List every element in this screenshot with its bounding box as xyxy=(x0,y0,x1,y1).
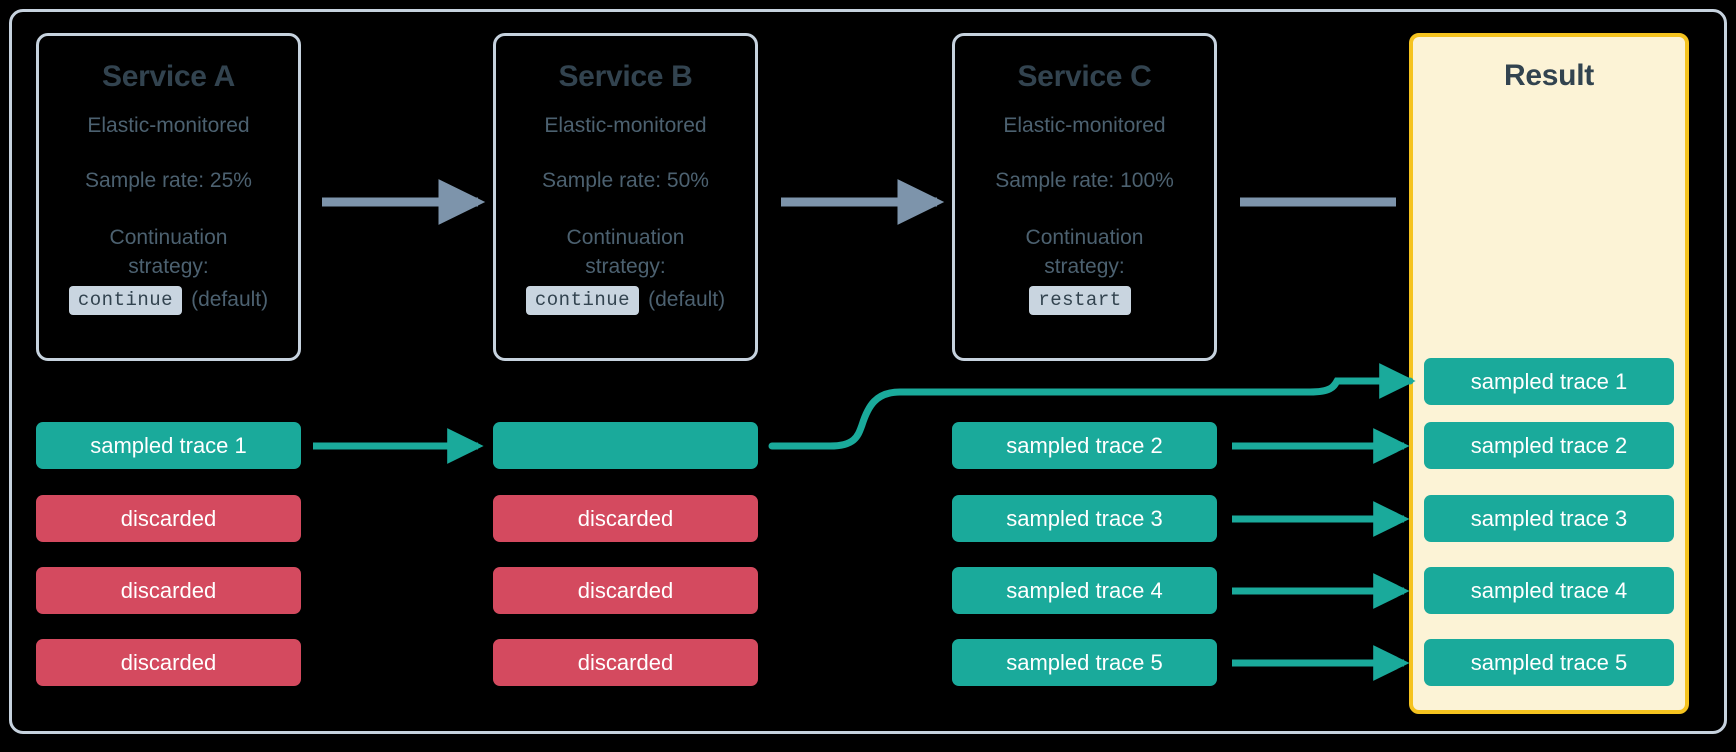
trace-pill-c-3: sampled trace 4 xyxy=(952,567,1217,614)
result-trace-pill-2: sampled trace 2 xyxy=(1424,422,1674,469)
service-card-c: Service C Elastic-monitored Sample rate:… xyxy=(952,33,1217,361)
service-c-sample-rate: Sample rate: 100% xyxy=(995,169,1174,192)
result-trace-pill-3: sampled trace 3 xyxy=(1424,495,1674,542)
service-b-strategy-badge: continue xyxy=(525,285,640,315)
service-a-strategy-note: (default) xyxy=(191,288,269,312)
result-title: Result xyxy=(1504,59,1594,92)
trace-pill-b-4: discarded xyxy=(493,639,758,686)
service-b-sample-rate: Sample rate: 50% xyxy=(542,169,709,192)
trace-pill-b-3: discarded xyxy=(493,567,758,614)
diagram-outer-frame xyxy=(9,9,1727,734)
service-c-strategy-row: restart xyxy=(1029,285,1139,315)
service-a-title: Service A xyxy=(102,60,235,93)
trace-pill-c-2: sampled trace 3 xyxy=(952,495,1217,542)
service-card-a: Service A Elastic-monitored Sample rate:… xyxy=(36,33,301,361)
service-a-strategy-badge: continue xyxy=(68,285,183,315)
service-b-strategy-row: continue (default) xyxy=(525,285,726,315)
service-c-strategy-badge: restart xyxy=(1029,285,1131,315)
service-b-title: Service B xyxy=(558,60,693,93)
service-b-strategy-note: (default) xyxy=(648,288,726,312)
result-trace-pill-5: sampled trace 5 xyxy=(1424,639,1674,686)
service-card-b: Service B Elastic-monitored Sample rate:… xyxy=(493,33,758,361)
trace-pill-b-1 xyxy=(493,422,758,469)
service-c-title: Service C xyxy=(1017,60,1152,93)
service-a-subtitle: Elastic-monitored xyxy=(87,114,250,137)
trace-pill-c-1: sampled trace 2 xyxy=(952,422,1217,469)
trace-pill-a-1: sampled trace 1 xyxy=(36,422,301,469)
trace-pill-a-2: discarded xyxy=(36,495,301,542)
trace-pill-b-2: discarded xyxy=(493,495,758,542)
service-a-strategy-row: continue (default) xyxy=(68,285,269,315)
trace-pill-a-3: discarded xyxy=(36,567,301,614)
service-a-sample-rate: Sample rate: 25% xyxy=(85,169,252,192)
result-trace-pill-4: sampled trace 4 xyxy=(1424,567,1674,614)
result-trace-pill-1: sampled trace 1 xyxy=(1424,358,1674,405)
service-c-subtitle: Elastic-monitored xyxy=(1003,114,1166,137)
trace-pill-a-4: discarded xyxy=(36,639,301,686)
trace-pill-c-4: sampled trace 5 xyxy=(952,639,1217,686)
service-b-subtitle: Elastic-monitored xyxy=(544,114,707,137)
